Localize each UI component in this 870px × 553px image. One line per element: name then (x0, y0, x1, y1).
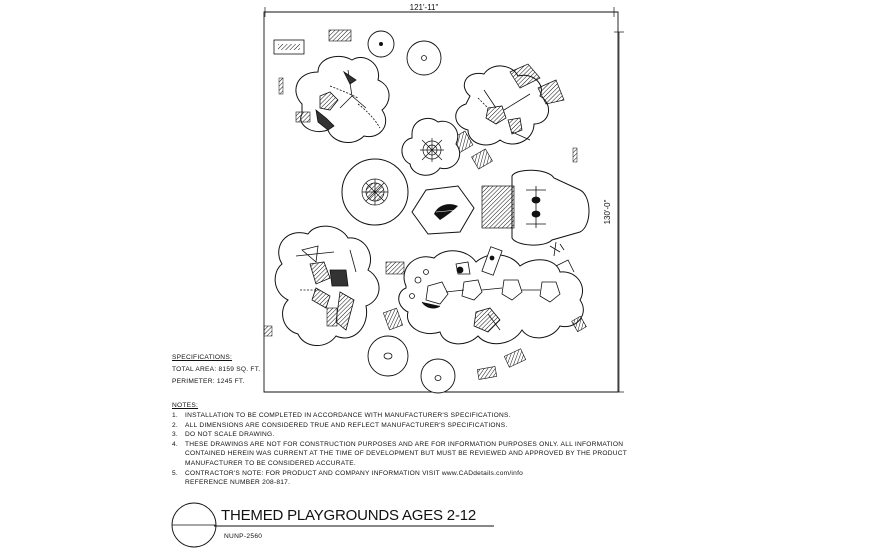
play-structure-c-detail (295, 245, 357, 331)
drawing-code: NUNP-2560 (224, 533, 263, 540)
climbing-rock-icon (434, 204, 458, 220)
note-item: 3.DO NOT SCALE DRAWING. (172, 431, 275, 439)
web-net-zone (401, 118, 461, 176)
post-marker-3 (263, 325, 273, 337)
hatched-ramp-2 (537, 79, 565, 105)
hatched-mat-4 (476, 366, 498, 380)
note-line: CONTAINED HEREIN WAS CURRENT AT THE TIME… (185, 450, 628, 458)
play-structure-zone-a (295, 56, 390, 144)
spinner-pad-2 (406, 40, 442, 76)
hatched-mat-3 (503, 348, 527, 368)
height-dimension-label: 130'-0" (603, 199, 612, 224)
play-structure-b-detail (477, 89, 531, 141)
hatched-mat-1 (385, 261, 405, 275)
notes-block: NOTES: 1.INSTALLATION TO BE COMPLETED IN… (172, 400, 627, 488)
note-line: REFERENCE NUMBER 208-817. (185, 479, 291, 487)
hatched-mat-5 (571, 315, 587, 333)
width-dimension-line (264, 7, 615, 17)
hatched-mat-2 (382, 307, 404, 331)
cross-marker-icon (549, 241, 565, 257)
spinner-pad-3 (367, 335, 409, 377)
shelter-deck-hatch (481, 185, 515, 229)
post-marker (278, 77, 284, 95)
note-item: 4.THESE DRAWINGS ARE NOT FOR CONSTRUCTIO… (172, 440, 624, 448)
post-marker-2 (572, 147, 578, 163)
hatched-ramp-1 (509, 63, 541, 89)
specifications-heading: SPECIFICATIONS: (172, 354, 233, 361)
note-item: 1.INSTALLATION TO BE COMPLETED IN ACCORD… (172, 412, 511, 419)
play-structure-zone-c (274, 225, 380, 346)
total-area-text: TOTAL AREA: 8159 SQ. FT. (172, 366, 261, 373)
note-item: 5.CONTRACTOR'S NOTE: FOR PRODUCT AND COM… (172, 469, 524, 477)
spider-web-icon (420, 138, 444, 162)
note-line: MANUFACTURER TO BE CONSIDERED ACCURATE. (185, 459, 356, 467)
play-structure-d-detail (409, 246, 575, 333)
shelter-zone (511, 169, 590, 246)
notes-heading: NOTES: (172, 402, 199, 409)
spring-rider-box (328, 29, 352, 42)
perimeter-text: PERIMETER: 1245 FT. (172, 378, 245, 385)
width-dimension-label: 121'-11" (410, 3, 439, 12)
play-structure-a-detail (315, 69, 381, 131)
drawing-title: THEMED PLAYGROUNDS AGES 2-12 (221, 507, 477, 524)
spinner-pad-4 (420, 358, 456, 394)
height-dimension-line (614, 31, 624, 393)
shelter-structure-icon (526, 186, 546, 228)
note-item: 2.ALL DIMENSIONS ARE CONSIDERED TRUE AND… (172, 421, 508, 429)
compass-medallion-icon (361, 178, 389, 206)
